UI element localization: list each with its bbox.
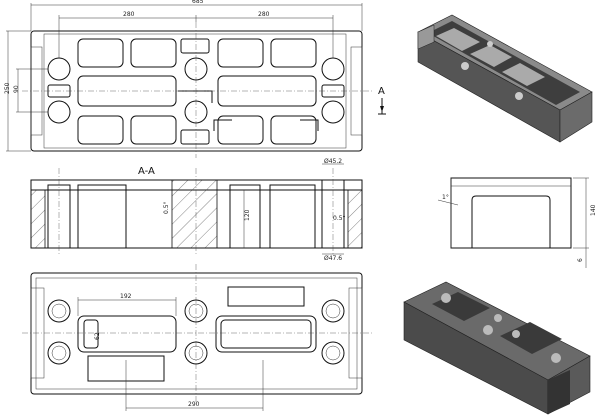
dim-depth: 120 [244,209,251,221]
dim-half-left: 280 [123,11,135,18]
dim-overall-width: 685 [192,0,204,5]
section-view: A-A Ø45.2 Ø47.6 0.5° 0.5° 120 [30,158,363,262]
side-view: 1° 140 6 [437,177,597,268]
section-title: A-A [138,166,155,177]
isometric-top-render [417,14,593,143]
top-view: 685 280 280 250 90 A [4,0,386,158]
dim-hole-top: Ø45.2 [324,158,342,165]
dim-inner-height: 90 [13,85,20,93]
dim-base-gap: 6 [577,258,584,262]
dim-half-right: 280 [258,11,270,18]
dim-overall-height: 250 [4,82,11,94]
isometric-bottom-render [403,281,591,415]
dim-spacing: 290 [188,401,200,408]
dim-slot-length: 192 [120,293,132,300]
bottom-view: 192 62 290 [22,264,372,411]
dim-draft-right: 0.5° [333,215,346,222]
dim-side-draft: 1° [442,194,449,201]
dim-slot-width: 62 [94,332,101,340]
dim-draft-left: 0.5° [163,201,170,214]
cut-marker-letter: A [378,86,385,97]
dim-hole-bottom: Ø47.6 [324,255,342,262]
dim-side-height: 140 [590,204,597,216]
